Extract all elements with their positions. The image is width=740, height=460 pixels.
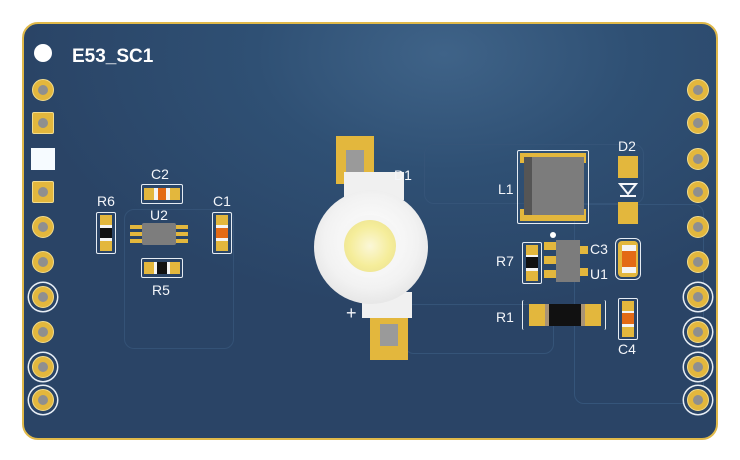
header-pin[interactable] — [687, 251, 709, 273]
label-r1: R1 — [496, 309, 514, 325]
header-pin[interactable] — [32, 356, 54, 378]
header-pin[interactable] — [32, 216, 54, 238]
header-pin[interactable] — [687, 181, 709, 203]
label-r5: R5 — [152, 282, 170, 298]
label-r7: R7 — [496, 253, 514, 269]
resistor-r1[interactable] — [522, 300, 606, 330]
header-pin[interactable] — [687, 321, 709, 343]
led-d1[interactable] — [314, 190, 428, 304]
header-pin-square[interactable] — [31, 148, 55, 170]
resistor-r7[interactable] — [522, 242, 542, 284]
header-pin[interactable] — [687, 389, 709, 411]
inductor-l1[interactable] — [517, 150, 589, 224]
diode-d2-pad — [618, 202, 638, 224]
label-c3: C3 — [590, 241, 608, 257]
capacitor-c3[interactable] — [615, 238, 641, 280]
header-pin[interactable] — [687, 216, 709, 238]
label-c2: C2 — [151, 166, 169, 182]
label-c4: C4 — [618, 341, 636, 357]
header-pin[interactable] — [687, 112, 709, 134]
label-c1: C1 — [213, 193, 231, 209]
label-l1: L1 — [498, 181, 514, 197]
label-d1: D1 — [394, 167, 412, 183]
mounting-hole — [34, 44, 52, 62]
trace — [124, 209, 234, 349]
resistor-r5[interactable] — [141, 258, 183, 278]
header-pin[interactable] — [32, 79, 54, 101]
header-pin[interactable] — [687, 286, 709, 308]
capacitor-c2[interactable] — [141, 184, 183, 204]
header-pin[interactable] — [32, 112, 54, 134]
resistor-r6[interactable] — [96, 212, 116, 254]
label-u1: U1 — [590, 266, 608, 282]
label-u2: U2 — [150, 207, 168, 223]
header-pin[interactable] — [32, 321, 54, 343]
pcb-board: E53_SC1 C2 U2 — [22, 22, 718, 440]
header-pin[interactable] — [687, 79, 709, 101]
header-pin[interactable] — [32, 181, 54, 203]
diode-symbol-icon — [618, 183, 638, 197]
board-name: E53_SC1 — [72, 46, 154, 67]
diode-d2-pad — [618, 156, 638, 178]
capacitor-c4[interactable] — [618, 298, 638, 340]
led-pad-bottom — [370, 312, 408, 360]
header-pin[interactable] — [32, 389, 54, 411]
header-pin[interactable] — [32, 286, 54, 308]
header-pin[interactable] — [32, 251, 54, 273]
ic-u2[interactable] — [130, 223, 188, 245]
header-pin[interactable] — [687, 356, 709, 378]
label-r6: R6 — [97, 193, 115, 209]
header-pin[interactable] — [687, 148, 709, 170]
ic-u1[interactable] — [544, 240, 594, 284]
pin1-dot — [550, 232, 556, 238]
polarity-plus: + — [346, 303, 357, 323]
capacitor-c1[interactable] — [212, 212, 232, 254]
label-d2: D2 — [618, 138, 636, 154]
